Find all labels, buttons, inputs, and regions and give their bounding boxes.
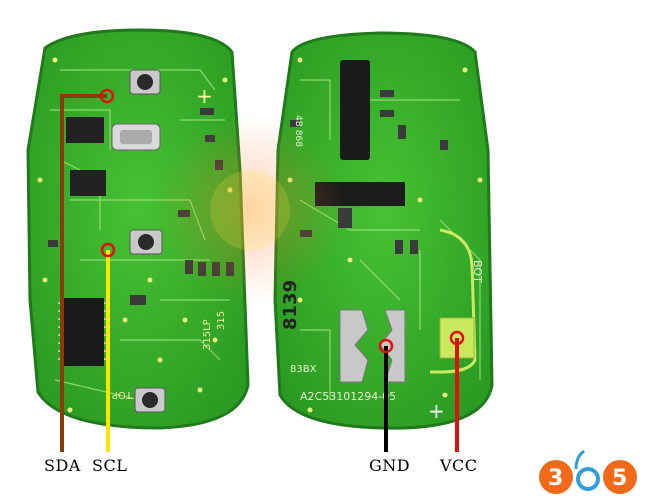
right-chip-text: 8139 bbox=[280, 280, 301, 330]
sda-wire bbox=[60, 88, 115, 452]
vcc-wire bbox=[449, 330, 465, 452]
sda-label: SDA bbox=[44, 456, 81, 475]
left-bottom-text: TOP bbox=[112, 389, 133, 400]
logo-digit-1: 3 bbox=[548, 466, 563, 491]
scl-marker bbox=[100, 242, 116, 258]
left-side-text-2: 315 bbox=[216, 311, 227, 330]
gnd-label: GND bbox=[369, 456, 411, 475]
scl-wire bbox=[100, 242, 116, 452]
vcc-marker bbox=[449, 330, 465, 346]
left-side-text: 315LP bbox=[202, 319, 213, 350]
right-part-text: A2C53101294-05 bbox=[300, 390, 396, 403]
right-top-text: 4B 868 bbox=[293, 115, 303, 147]
gnd-wire bbox=[378, 338, 394, 452]
left-board bbox=[26, 28, 250, 430]
left-plus: + bbox=[196, 84, 213, 108]
vcc-label: VCC bbox=[440, 456, 478, 475]
scl-label: SCL bbox=[92, 456, 128, 475]
right-misc-text: 83BX bbox=[290, 364, 317, 375]
sda-marker bbox=[99, 88, 115, 104]
watermark bbox=[155, 115, 345, 305]
right-plus: + bbox=[428, 399, 445, 423]
right-board bbox=[273, 31, 494, 430]
gnd-marker bbox=[378, 338, 394, 354]
logo-digit-3: 5 bbox=[612, 466, 627, 491]
brand-logo: 3 5 bbox=[539, 449, 637, 494]
right-small-text: BOT bbox=[471, 260, 484, 283]
